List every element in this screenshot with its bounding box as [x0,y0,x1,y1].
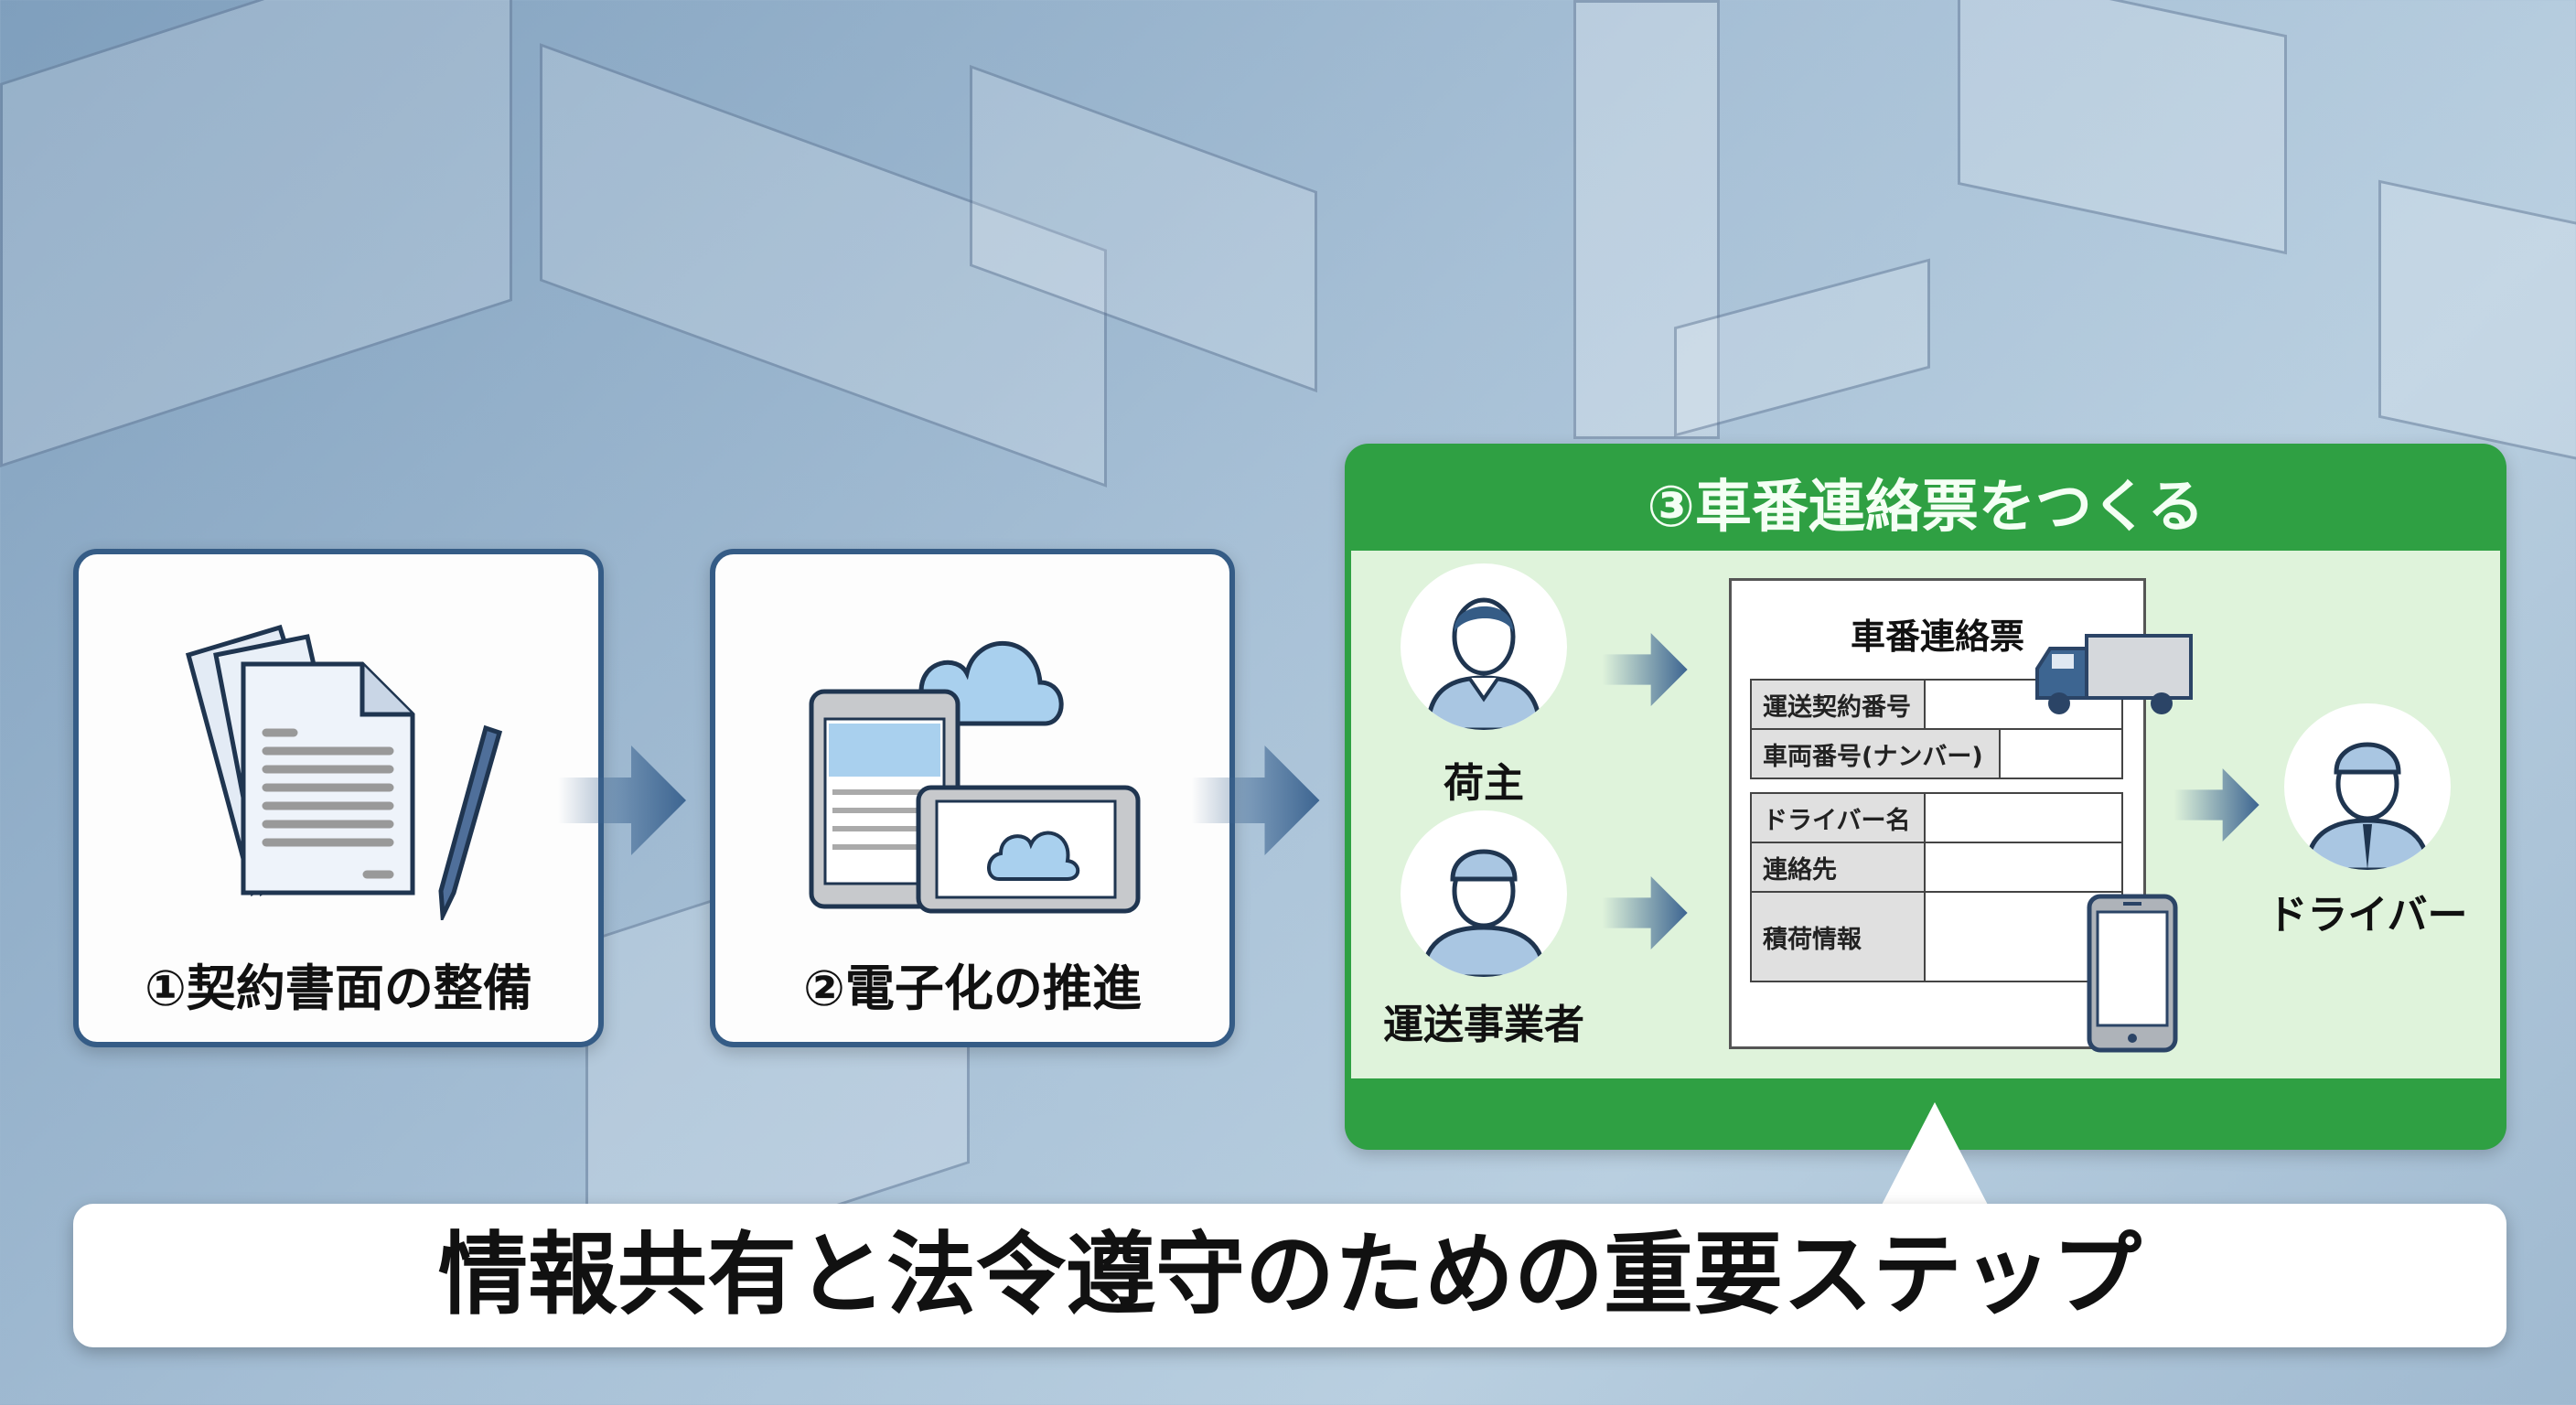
arrow-right-icon [558,745,686,855]
form-row: ドライバー名 [1750,792,2123,843]
person-icon [1425,597,1542,730]
driver-icon [2304,742,2431,870]
carrier-avatar [1401,810,1567,977]
step-2-label: ②電子化の推進 [803,960,1142,1017]
form-title: 車番連絡票 [1850,617,2024,657]
field-label: ドライバー名 [1752,794,1926,842]
form-row: 連絡先 [1750,842,2123,893]
step-1-card: ①契約書面の整備 [73,549,604,1047]
tablets-cloud-icon [809,640,1141,914]
field-label: 運送契約番号 [1752,681,1926,728]
summary-banner: 情報共有と法令遵守のための重要ステップ [73,1204,2506,1347]
documents-pen-icon [185,624,503,920]
driver-label: ドライバー [2267,892,2468,938]
form-row: 車両番号(ナンバー) [1750,728,2123,779]
field-label: 車両番号(ナンバー) [1752,730,2001,778]
arrow-right-icon [1602,876,1688,949]
smartphone-icon [2087,894,2178,1053]
arrow-right-icon [1191,745,1320,855]
step-1-label: ①契約書面の整備 [145,960,532,1017]
step-3-panel: ③車番連絡票をつくる 荷主 運送事業者 車番連絡票 運送契約番号 車両番号(ナン… [1345,444,2506,1150]
shipper-label: 荷主 [1444,760,1524,807]
form-row: 積荷情報 [1750,891,2123,982]
truck-icon [2035,634,2193,714]
carrier-label: 運送事業者 [1383,1002,1584,1048]
step-3-title: ③車番連絡票をつくる [1647,473,2205,540]
person-cap-icon [1421,849,1547,977]
banner-pointer [1880,1102,1990,1208]
field-label: 連絡先 [1752,843,1926,891]
driver-avatar [2284,703,2451,870]
arrow-right-icon [2174,768,2259,842]
step-2-card: ②電子化の推進 [710,549,1235,1047]
field-label: 積荷情報 [1752,893,1926,981]
shipper-avatar [1401,563,1567,730]
arrow-right-icon [1602,633,1688,706]
step-3-content: 荷主 運送事業者 車番連絡票 運送契約番号 車両番号(ナンバー) ドライバー名 … [1351,551,2500,1078]
